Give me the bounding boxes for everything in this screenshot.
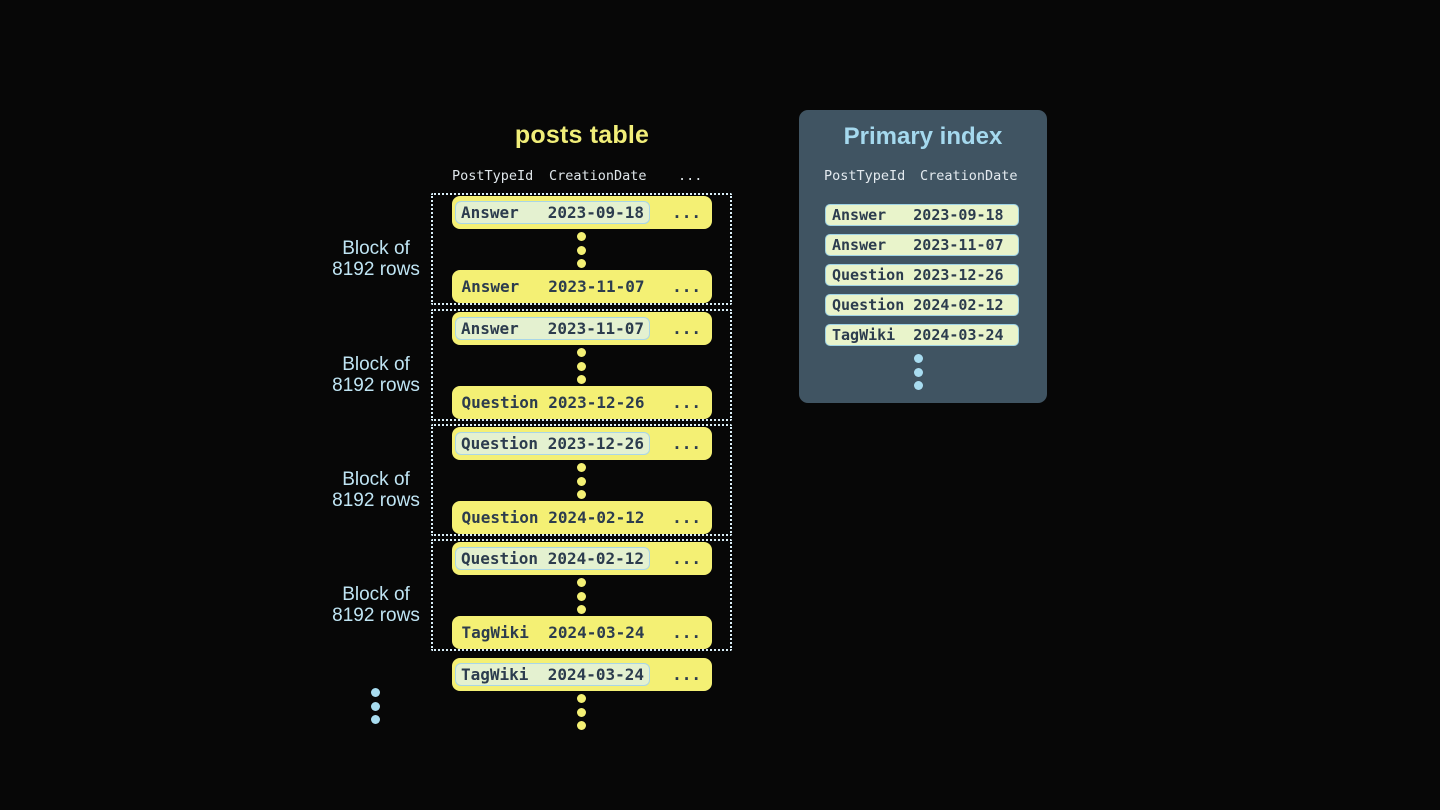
post-type-value: TagWiki <box>461 623 529 642</box>
index-entry: Question 2023-12-26 <box>825 264 1019 286</box>
creation-date-value: 2023-12-26 <box>913 266 1004 284</box>
row-ellipsis: ... <box>672 623 701 642</box>
block-label-line2: 8192 rows <box>332 490 420 511</box>
creation-date-value: 2024-02-12 <box>913 296 1004 314</box>
block-label-1: Block of 8192 rows <box>326 238 426 280</box>
post-type-value: TagWiki <box>461 665 529 684</box>
row-ellipsis: ... <box>672 393 701 412</box>
post-type-value: Answer <box>461 277 520 296</box>
row-ellipsis: ... <box>672 665 701 684</box>
rows-ellipsis-dots <box>577 694 586 730</box>
rows-ellipsis-dots <box>577 463 586 499</box>
rows-ellipsis-dots <box>577 232 586 268</box>
row-ellipsis: ... <box>672 277 701 296</box>
row-ellipsis: ... <box>672 319 701 338</box>
post-type-value: Question <box>832 296 905 314</box>
indexed-columns-highlight: Answer 2023-09-18 <box>455 201 651 224</box>
table-row: Question 2023-12-26 ... <box>452 386 712 419</box>
post-type-value: TagWiki <box>832 326 896 344</box>
block-label-line1: Block of <box>342 238 410 259</box>
row-values: TagWiki 2024-03-24 <box>452 623 645 642</box>
blocks-ellipsis-dots <box>371 688 380 724</box>
post-type-value: Question <box>461 434 539 453</box>
table-row: Answer 2023-09-18 ... <box>452 196 712 229</box>
creation-date-value: 2023-11-07 <box>548 277 645 296</box>
row-ellipsis: ... <box>672 203 701 222</box>
row-ellipsis: ... <box>672 508 701 527</box>
posts-column-more: ... <box>678 168 703 184</box>
creation-date-value: 2023-09-18 <box>913 206 1004 224</box>
post-type-value: Answer <box>461 319 519 338</box>
block-label-3: Block of 8192 rows <box>326 469 426 511</box>
table-row: Answer 2023-11-07 ... <box>452 270 712 303</box>
row-ellipsis: ... <box>672 434 701 453</box>
post-type-value: Question <box>461 508 539 527</box>
post-type-value: Question <box>461 393 539 412</box>
table-row: TagWiki 2024-03-24 ... <box>452 658 712 691</box>
block-label-line1: Block of <box>342 469 410 490</box>
block-outline-1 <box>431 193 732 305</box>
indexed-columns-highlight: Answer 2023-11-07 <box>455 317 651 340</box>
index-ellipsis-dots <box>914 354 923 390</box>
indexed-columns-highlight: Question 2023-12-26 <box>455 432 651 455</box>
posts-table-title: posts table <box>514 121 650 149</box>
index-entry: Question 2024-02-12 <box>825 294 1019 316</box>
post-type-value: Question <box>832 266 905 284</box>
primary-index-title: Primary index <box>843 123 1003 150</box>
block-outline-3 <box>431 424 732 536</box>
index-entry: Answer 2023-09-18 <box>825 204 1019 226</box>
indexed-columns-highlight: TagWiki 2024-03-24 <box>455 663 651 686</box>
row-values: Answer 2023-11-07 <box>452 277 645 296</box>
block-label-line1: Block of <box>342 584 410 605</box>
creation-date-value: 2024-02-12 <box>547 549 645 568</box>
rows-ellipsis-dots <box>577 348 586 384</box>
row-values: Question 2023-12-26 <box>452 393 645 412</box>
creation-date-value: 2024-03-24 <box>913 326 1004 344</box>
rows-ellipsis-dots <box>577 578 586 614</box>
table-row: Question 2024-02-12 ... <box>452 542 712 575</box>
creation-date-value: 2023-11-07 <box>913 236 1004 254</box>
block-label-2: Block of 8192 rows <box>326 354 426 396</box>
block-label-line2: 8192 rows <box>332 375 420 396</box>
creation-date-value: 2023-09-18 <box>547 203 645 222</box>
row-values: Question 2024-02-12 <box>452 508 645 527</box>
table-row: Question 2024-02-12 ... <box>452 501 712 534</box>
table-row: Answer 2023-11-07 ... <box>452 312 712 345</box>
row-ellipsis: ... <box>672 549 701 568</box>
primary-index-panel <box>799 110 1047 403</box>
table-row: TagWiki 2024-03-24 ... <box>452 616 712 649</box>
block-label-line1: Block of <box>342 354 410 375</box>
indexed-columns-highlight: Question 2024-02-12 <box>455 547 651 570</box>
block-label-4: Block of 8192 rows <box>326 584 426 626</box>
posts-column-posttypeid: PostTypeId <box>452 168 534 184</box>
creation-date-value: 2024-02-12 <box>548 508 645 527</box>
block-outline-2 <box>431 309 732 421</box>
creation-date-value: 2023-11-07 <box>547 319 645 338</box>
block-label-line2: 8192 rows <box>332 605 420 626</box>
block-outline-4 <box>431 539 732 651</box>
table-row: Question 2023-12-26 ... <box>452 427 712 460</box>
post-type-value: Answer <box>461 203 519 222</box>
index-entry: TagWiki 2024-03-24 <box>825 324 1019 346</box>
creation-date-value: 2023-12-26 <box>548 393 645 412</box>
index-column-posttypeid: PostTypeId <box>824 168 906 184</box>
creation-date-value: 2024-03-24 <box>547 665 645 684</box>
posts-column-creationdate: CreationDate <box>549 168 647 184</box>
index-column-creationdate: CreationDate <box>920 168 1018 184</box>
block-label-line2: 8192 rows <box>332 259 420 280</box>
creation-date-value: 2023-12-26 <box>547 434 645 453</box>
index-entry: Answer 2023-11-07 <box>825 234 1019 256</box>
post-type-value: Answer <box>832 206 887 224</box>
creation-date-value: 2024-03-24 <box>548 623 645 642</box>
post-type-value: Answer <box>832 236 887 254</box>
post-type-value: Question <box>461 549 539 568</box>
